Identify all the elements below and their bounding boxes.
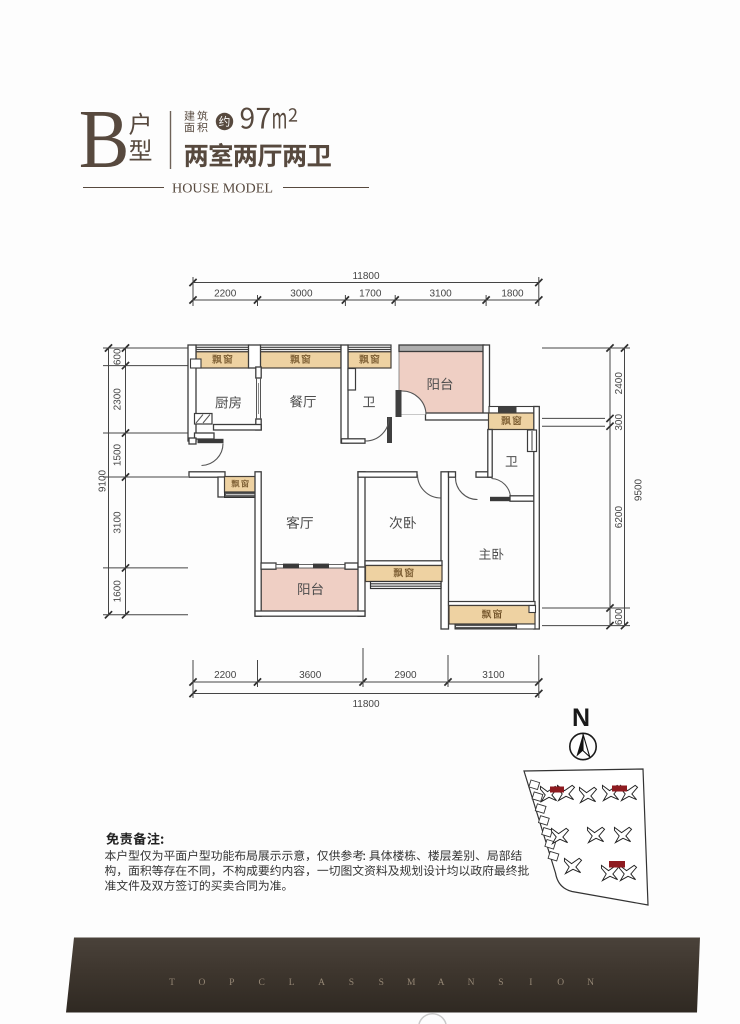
- svg-text:M: M: [407, 978, 416, 988]
- svg-text:N: N: [587, 978, 594, 988]
- svg-text:B: B: [79, 94, 130, 186]
- svg-text:11800: 11800: [352, 271, 380, 282]
- svg-text:1800: 1800: [501, 289, 524, 300]
- svg-text:9100: 9100: [98, 469, 109, 492]
- svg-text:3100: 3100: [113, 511, 124, 534]
- svg-text:N: N: [572, 704, 590, 732]
- svg-text:11800: 11800: [352, 699, 380, 710]
- svg-text:N: N: [468, 978, 475, 988]
- svg-text:I: I: [529, 978, 532, 988]
- svg-text:3600: 3600: [299, 670, 322, 681]
- svg-text:600: 600: [113, 348, 124, 365]
- svg-text:2200: 2200: [214, 670, 237, 681]
- svg-text:T: T: [169, 978, 175, 988]
- svg-text:C: C: [259, 978, 265, 988]
- svg-text:2300: 2300: [113, 388, 124, 411]
- svg-text:1500: 1500: [113, 443, 124, 466]
- svg-text:600: 600: [614, 608, 625, 625]
- svg-text:P: P: [229, 978, 234, 988]
- svg-text:S: S: [379, 978, 384, 988]
- svg-text:2900: 2900: [394, 670, 417, 681]
- svg-text:O: O: [198, 978, 205, 988]
- svg-text:1600: 1600: [113, 580, 124, 603]
- svg-text:2400: 2400: [614, 372, 625, 395]
- svg-text:300: 300: [614, 414, 625, 431]
- svg-text:L: L: [289, 978, 295, 988]
- svg-text:HOUSE MODEL: HOUSE MODEL: [172, 182, 273, 197]
- svg-text:S: S: [349, 978, 354, 988]
- svg-text:A: A: [438, 978, 445, 988]
- svg-text:3000: 3000: [290, 289, 313, 300]
- svg-text:1700: 1700: [359, 289, 382, 300]
- svg-text:O: O: [557, 978, 564, 988]
- svg-text:3100: 3100: [482, 670, 505, 681]
- svg-text:6200: 6200: [614, 506, 625, 529]
- svg-text:3100: 3100: [429, 289, 452, 300]
- svg-text:S: S: [498, 978, 503, 988]
- svg-text:9500: 9500: [634, 478, 645, 501]
- svg-text:2200: 2200: [214, 289, 237, 300]
- svg-text:A: A: [318, 978, 325, 988]
